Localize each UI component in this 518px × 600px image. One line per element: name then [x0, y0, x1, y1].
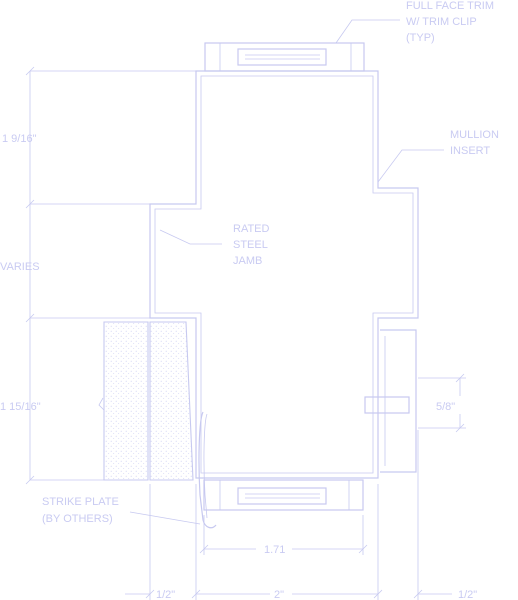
- jamb-callout-line-2: STEEL: [233, 239, 268, 251]
- bottom-dimensions: [125, 430, 452, 600]
- dim-bottom-left: 1/2": [156, 589, 175, 600]
- dim-left-bottom: 1 15/16": [0, 401, 41, 413]
- strike-callout-line-1: STRIKE PLATE: [42, 496, 119, 508]
- trim-callout-line-3: (TYP): [406, 32, 435, 44]
- wall-face-lines: [25, 66, 196, 485]
- dim-bottom-right: 1/2": [458, 589, 477, 600]
- strike-plate: [198, 411, 217, 529]
- jamb-callout: RATED STEEL JAMB: [233, 223, 270, 267]
- door-leaf: [98, 321, 194, 481]
- trim-callout: FULL FACE TRIM W/ TRIM CLIP (TYP): [406, 0, 494, 44]
- leader-lines: [129, 19, 444, 525]
- jamb-callout-line-1: RATED: [233, 223, 270, 235]
- dim-left-mid: VARIES: [0, 261, 40, 273]
- strike-callout: STRIKE PLATE (BY OTHERS): [42, 496, 119, 525]
- mullion-insert: [364, 329, 417, 473]
- bottom-trim: [203, 479, 364, 511]
- top-trim: [204, 42, 365, 72]
- mullion-callout: MULLION INSERT: [450, 129, 499, 157]
- trim-callout-line-2: W/ TRIM CLIP: [406, 16, 477, 28]
- dim-bottom-mid: 2": [274, 589, 284, 600]
- right-dimension: [418, 373, 466, 433]
- trim-callout-line-1: FULL FACE TRIM: [406, 0, 494, 12]
- dim-left-top: 1 9/16": [2, 133, 37, 145]
- dim-bottom-inner: 1.71: [264, 544, 285, 556]
- mullion-callout-line-2: INSERT: [450, 145, 490, 157]
- dim-right: 5/8": [436, 401, 455, 413]
- mullion-callout-line-1: MULLION: [450, 129, 499, 141]
- strike-callout-line-2: (BY OTHERS): [42, 513, 113, 525]
- jamb-callout-line-3: JAMB: [233, 255, 262, 267]
